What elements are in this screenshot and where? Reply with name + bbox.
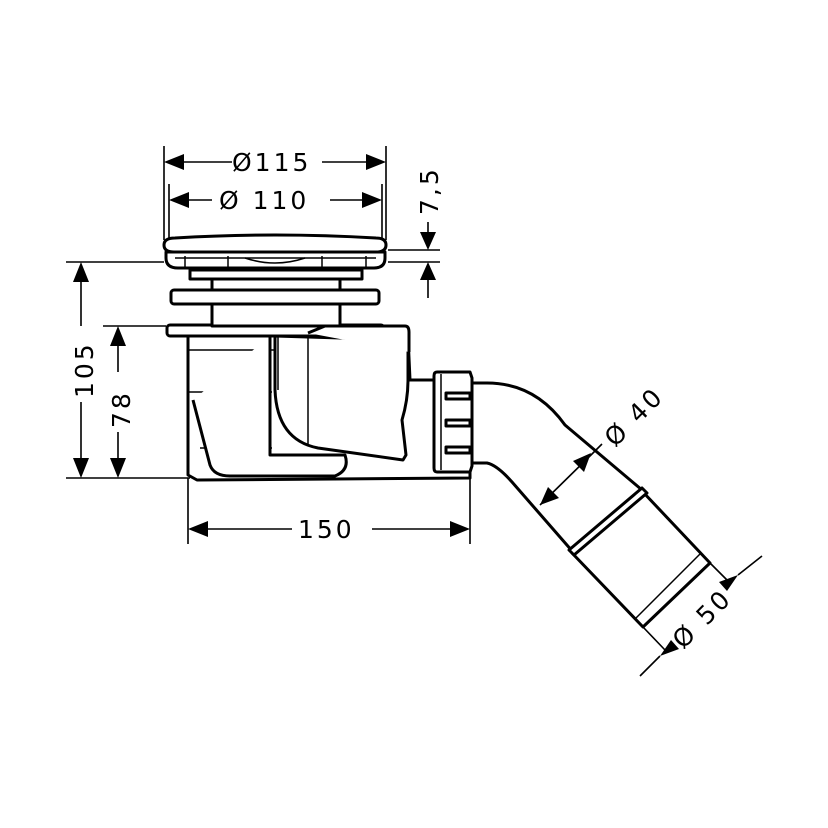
dim-pipe-diameter: Ø 40 xyxy=(599,381,670,452)
sleeve-band xyxy=(567,486,649,557)
dim-body-height: 78 xyxy=(107,390,136,428)
nut-rib xyxy=(444,418,472,428)
dim-cover-outer-diameter: Ø115 xyxy=(232,148,311,177)
neck xyxy=(210,302,342,328)
cover-grate xyxy=(164,250,387,270)
drain-assembly xyxy=(162,233,472,482)
dim-body-length: 150 xyxy=(298,515,355,544)
nut-rib xyxy=(444,445,472,455)
middle-flange xyxy=(169,288,381,306)
dim-total-height: 105 xyxy=(70,341,99,398)
drain-inner-bowl xyxy=(191,336,348,478)
dim-cover-inner-diameter: Ø 110 xyxy=(219,186,309,215)
flange-step xyxy=(307,324,411,352)
dim-cover-height: 7,5 xyxy=(415,166,444,215)
outlet-assembly xyxy=(432,370,712,629)
cover-plate xyxy=(162,233,388,254)
grate-ring xyxy=(188,268,364,281)
nut-rib xyxy=(444,391,472,401)
